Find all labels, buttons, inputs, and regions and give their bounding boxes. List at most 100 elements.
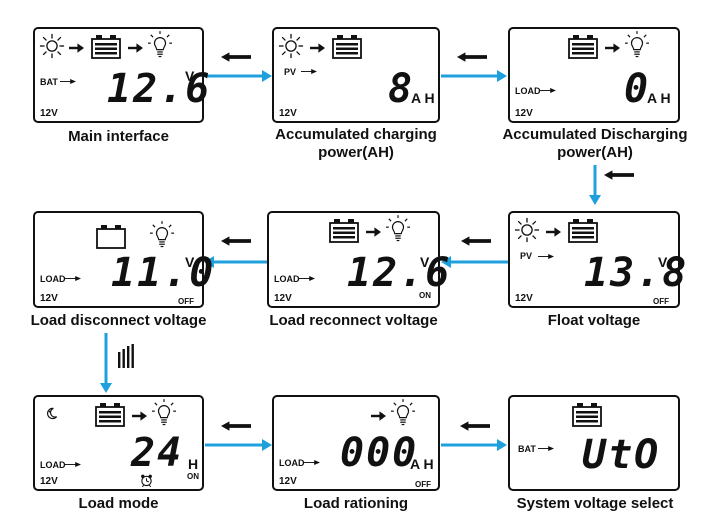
long-press-icon (118, 344, 134, 368)
panel-load-rationing: LOAD 000 A H 12V OFF (272, 395, 440, 491)
bat-label: BAT (40, 77, 58, 87)
panel-main-interface: BAT 12.6 V 12V (33, 27, 209, 123)
battery-icon (329, 219, 359, 243)
caption-load-disconnect: Load disconnect voltage (30, 312, 207, 329)
system-voltage-label: 12V (279, 108, 297, 119)
arrow-right-icon (538, 253, 554, 260)
unit-label: H (188, 456, 199, 472)
battery-icon (332, 35, 362, 59)
system-voltage-label: 12V (515, 108, 533, 119)
back-arrow-icon (461, 236, 491, 246)
back-arrow-icon (604, 170, 634, 180)
system-voltage-label: 12V (515, 293, 533, 304)
unit-label: A H (410, 456, 434, 472)
sun-icon (39, 33, 65, 59)
battery-icon (572, 403, 602, 427)
battery-icon (568, 219, 598, 243)
bulb-icon (148, 31, 172, 59)
panel-float-voltage: PV 13.8 V 12V OFF (508, 211, 686, 308)
caption-accumulated-discharging: Accumulated Discharging power(AH) (488, 126, 702, 162)
pv-label: PV (520, 251, 533, 261)
caption-line: power(AH) (557, 144, 633, 161)
load-label: LOAD (515, 86, 541, 96)
back-arrow-icon (221, 236, 251, 246)
load-label: LOAD (279, 458, 305, 468)
battery-empty-icon (96, 225, 126, 249)
system-voltage-label: 12V (279, 476, 297, 487)
unit-label: A H (411, 90, 435, 106)
bulb-icon (150, 221, 174, 249)
caption-system-voltage-select: System voltage select (516, 495, 674, 512)
arrow-right-icon (310, 43, 325, 53)
reading-value: 24 (131, 430, 184, 476)
caption-line: Accumulated charging (275, 126, 437, 143)
unit-label: V (185, 254, 195, 270)
caption-load-reconnect: Load reconnect voltage (269, 312, 438, 329)
reading-value: 11.0 (111, 250, 216, 296)
load-label: LOAD (274, 274, 300, 284)
unit-label: A H (647, 90, 671, 106)
caption-main-interface: Main interface (68, 128, 169, 145)
panel-load-reconnect: LOAD 12.6 V 12V ON (267, 211, 449, 308)
system-voltage-label: 12V (274, 293, 292, 304)
bulb-icon (152, 399, 176, 427)
back-arrow-icon (221, 421, 251, 431)
unit-label: V (420, 254, 430, 270)
sun-icon (278, 33, 304, 59)
arrow-right-icon (538, 445, 554, 452)
moon-icon (45, 407, 58, 420)
reading-value: 13.8 (584, 250, 689, 296)
back-arrow-icon (221, 52, 251, 62)
battery-icon (568, 35, 598, 59)
back-arrow-icon (460, 421, 490, 431)
arrow-right-icon (605, 43, 620, 53)
status-label: OFF (178, 297, 194, 306)
bulb-icon (391, 399, 415, 427)
battery-icon (95, 403, 125, 427)
status-label: OFF (653, 297, 669, 306)
bulb-icon (625, 31, 649, 59)
arrow-right-icon (128, 43, 143, 53)
system-voltage-label: 12V (40, 293, 58, 304)
arrow-right-icon (132, 411, 147, 421)
reading-value: 8 (388, 66, 415, 112)
caption-line: Accumulated Discharging (502, 126, 688, 143)
arrow-right-icon (65, 461, 81, 468)
reading-value: UtO (582, 432, 661, 478)
system-voltage-label: 12V (40, 108, 58, 119)
arrow-right-icon (540, 87, 556, 94)
unit-label: V (185, 68, 195, 84)
arrow-right-icon (65, 275, 81, 282)
panel-accumulated-charging: PV 8 A H 12V (272, 27, 440, 123)
arrow-right-icon (304, 459, 320, 466)
panel-load-disconnect: LOAD 11.0 V 12V OFF (33, 211, 213, 308)
arrow-right-icon (371, 411, 386, 421)
back-arrow-icon (457, 52, 487, 62)
reading-value: 0 (624, 66, 651, 112)
arrow-right-icon (60, 78, 76, 85)
arrow-right-icon (69, 43, 84, 53)
arrow-right-icon (301, 68, 317, 75)
caption-load-mode: Load mode (78, 495, 159, 512)
load-label: LOAD (40, 460, 66, 470)
caption-float-voltage: Float voltage (547, 312, 641, 329)
reading-value: 12.6 (107, 66, 212, 112)
pv-label: PV (284, 67, 297, 77)
alarm-clock-icon (140, 474, 153, 487)
unit-label: V (658, 254, 668, 270)
panel-system-voltage-select: BAT UtO (508, 395, 680, 491)
arrow-right-icon (546, 227, 561, 237)
caption-load-rationing: Load rationing (303, 495, 409, 512)
battery-icon (91, 35, 121, 59)
panel-accumulated-discharging: LOAD 0 A H 12V (508, 27, 680, 123)
sun-icon (514, 217, 540, 243)
caption-line: power(AH) (318, 144, 394, 161)
reading-value: 000 (340, 430, 419, 476)
bulb-icon (386, 215, 410, 243)
caption-accumulated-charging: Accumulated charging power(AH) (252, 126, 460, 162)
status-label: ON (187, 472, 199, 481)
panel-load-mode: LOAD 24 H ON 12V (33, 395, 204, 491)
reading-value: 12.6 (347, 250, 452, 296)
system-voltage-label: 12V (40, 476, 58, 487)
